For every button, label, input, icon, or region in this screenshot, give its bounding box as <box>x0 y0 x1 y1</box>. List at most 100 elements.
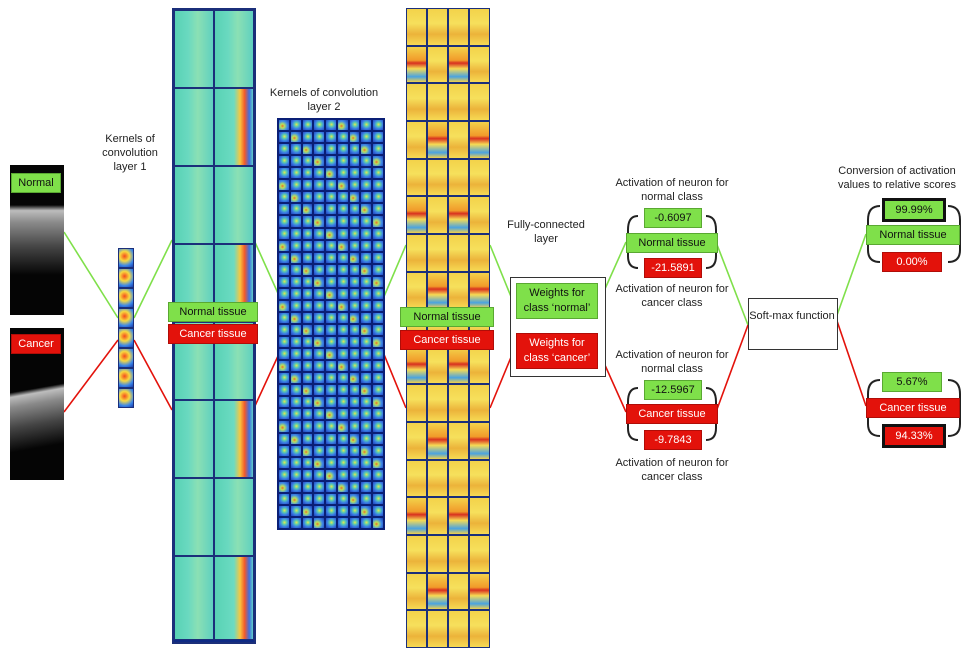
kernel2-cell <box>301 275 314 288</box>
kernel2-cell <box>348 504 361 517</box>
kernel2-cell <box>325 143 337 156</box>
featuremap2-cell <box>448 572 469 611</box>
kernel2-cell <box>360 143 373 156</box>
featuremap2-cell <box>427 196 448 234</box>
featuremap2-cell <box>427 158 448 197</box>
kernel2-cell <box>278 324 290 337</box>
kernel2-cell <box>289 131 302 144</box>
kernel2-cell <box>289 492 302 505</box>
kernel2-cell <box>325 263 337 276</box>
kernel2-cell <box>372 468 384 481</box>
kernel2-cell <box>372 131 384 144</box>
kernel2-cell <box>372 167 384 180</box>
featuremap2-cell <box>427 422 448 460</box>
kernel2-cell <box>325 324 337 337</box>
kernel2-cell <box>348 311 361 324</box>
kernel2-cell <box>372 191 384 204</box>
kernel2-cell <box>313 203 326 216</box>
kernel2-cell <box>301 384 314 397</box>
kernel2-cell <box>360 119 373 132</box>
kernel2-cell <box>360 131 373 144</box>
kernel2-cell <box>372 275 384 288</box>
kernel2-cell <box>313 372 326 385</box>
kernel2-cell <box>336 275 349 288</box>
kernel2-cell <box>360 155 373 168</box>
featuremap2-cell <box>469 422 490 460</box>
featuremap2-cell <box>406 610 427 648</box>
arrow-normal-input-k1 <box>63 231 119 319</box>
kernel2-cell <box>301 348 314 361</box>
kernel2-cell <box>313 131 326 144</box>
kernel2-cell <box>278 191 290 204</box>
kernel1-cell <box>118 248 134 268</box>
kernel2-cell <box>360 444 373 457</box>
kernel2-cell <box>372 384 384 397</box>
act-cancer-cancer-value: -9.7843 <box>644 430 702 450</box>
kernel2-cell <box>336 227 349 240</box>
featuremaps2-normal-label: Normal tissue <box>400 307 494 327</box>
kernel2-cell <box>301 131 314 144</box>
featuremap2-cell <box>427 572 448 611</box>
kernel2-cell <box>360 336 373 349</box>
kernel2-cell <box>278 167 290 180</box>
kernel2-cell <box>325 516 337 529</box>
kernel2-cell <box>360 348 373 361</box>
kernel2-cell <box>336 203 349 216</box>
act-normal-cancer-value: -21.5891 <box>644 258 702 278</box>
kernel2-cell <box>278 239 290 252</box>
conversion-label: Conversion of activation values to relat… <box>838 165 956 191</box>
kernel2-cell <box>278 131 290 144</box>
featuremap2-cell <box>406 83 427 121</box>
kernel2-cell <box>289 420 302 433</box>
kernel2-cell <box>301 480 314 493</box>
score-cancer-case-class: Cancer tissue <box>866 398 960 418</box>
kernel2-cell <box>348 287 361 300</box>
kernel2-cell <box>289 336 302 349</box>
kernel2-cell <box>372 215 384 228</box>
kernels1-strip <box>118 248 134 410</box>
kernel2-cell <box>301 179 314 192</box>
featuremap2-cell <box>406 497 427 536</box>
kernel2-cell <box>360 432 373 445</box>
featuremaps2-grid <box>406 8 490 648</box>
kernel2-cell <box>313 143 326 156</box>
kernel1-cell <box>118 288 134 308</box>
kernel2-cell <box>336 468 349 481</box>
kernel2-cell <box>348 372 361 385</box>
featuremap2-cell <box>448 459 469 498</box>
kernel2-cell <box>372 251 384 264</box>
kernel2-cell <box>372 396 384 409</box>
kernel2-cell <box>289 480 302 493</box>
kernel2-cell <box>301 227 314 240</box>
kernel2-cell <box>301 456 314 469</box>
kernel2-cell <box>372 227 384 240</box>
kernel2-cell <box>348 408 361 421</box>
kernel2-cell <box>348 299 361 312</box>
featuremap2-cell <box>427 8 448 46</box>
kernel2-cell <box>313 167 326 180</box>
featuremap2-cell <box>448 158 469 197</box>
kernel2-cell <box>372 179 384 192</box>
kernel2-cell <box>325 299 337 312</box>
act-normal-bottom-caption: Activation of neuron for cancer class <box>615 283 729 309</box>
kernel2-cell <box>289 143 302 156</box>
kernel2-cell <box>278 504 290 517</box>
kernel2-cell <box>348 215 361 228</box>
kernel2-cell <box>348 143 361 156</box>
kernel1-cell <box>118 368 134 388</box>
kernel2-cell <box>336 311 349 324</box>
act-normal-normal-value: -0.6097 <box>644 208 702 228</box>
kernel2-cell <box>348 336 361 349</box>
kernel2-cell <box>289 504 302 517</box>
kernel2-cell <box>348 227 361 240</box>
kernel2-cell <box>325 119 337 132</box>
score-normal-case-cancer: 0.00% <box>882 252 942 272</box>
kernel2-cell <box>278 119 290 132</box>
kernel2-cell <box>289 227 302 240</box>
featuremap2-cell <box>448 610 469 648</box>
kernel2-cell <box>313 420 326 433</box>
featuremap2-cell <box>448 497 469 536</box>
kernel2-cell <box>336 420 349 433</box>
kernel2-cell <box>336 336 349 349</box>
featuremap2-cell <box>448 422 469 460</box>
